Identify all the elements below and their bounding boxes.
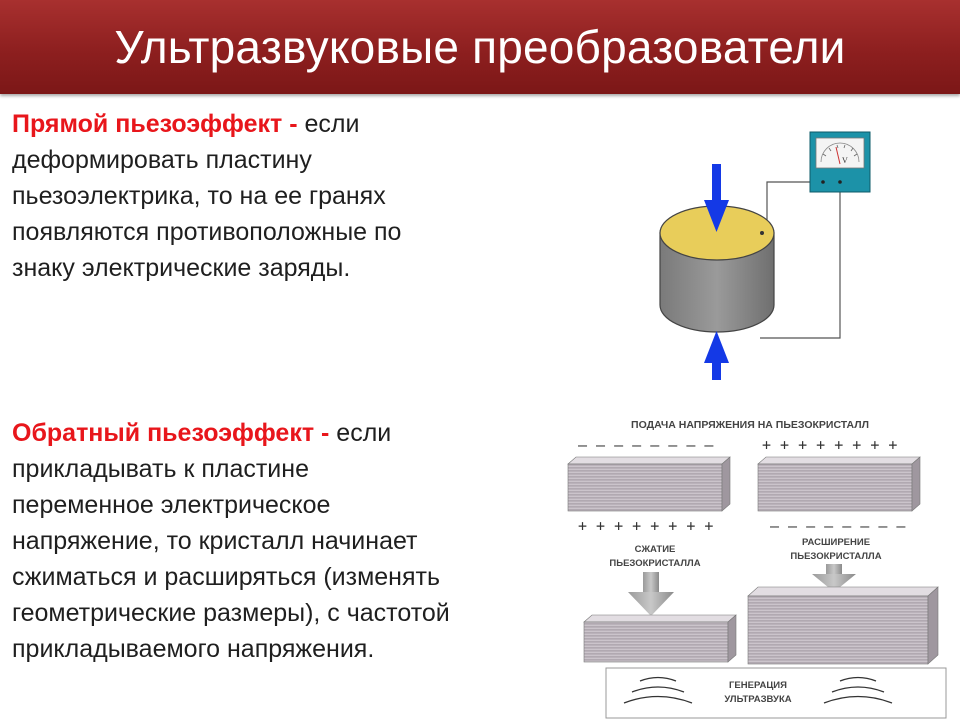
compress-arrow bbox=[628, 572, 674, 616]
inverse-effect-line-4: напряжение, то кристалл начинает bbox=[12, 527, 418, 555]
minus-signs-bottom: — — — — — — — — bbox=[770, 517, 906, 535]
expand-arrow bbox=[812, 564, 856, 592]
inverse-effect-paragraph: Обратный пьезоэффект - если прикладывать… bbox=[12, 415, 572, 667]
inverse-effect-line-7: прикладываемого напряжения. bbox=[12, 635, 375, 663]
title-bar bbox=[0, 0, 960, 94]
minus-signs-top: — — — — — — — — bbox=[578, 436, 714, 454]
direct-effect-line-5: знаку электрические заряды. bbox=[12, 254, 351, 282]
direct-effect-line-3: пьезоэлектрика, то на ее гранях bbox=[12, 182, 386, 210]
compress-label-2: ПЬЕЗОКРИСТАЛЛА bbox=[609, 558, 700, 569]
force-arrow-up bbox=[704, 331, 729, 380]
force-arrow-down bbox=[704, 164, 729, 232]
ultrasound-generation-box: ГЕНЕРАЦИЯ УЛЬТРАЗВУКА bbox=[605, 667, 947, 719]
inverse-effect-term: Обратный пьезоэффект - bbox=[12, 419, 330, 447]
voltage-label: ПОДАЧА НАПРЯЖЕНИЯ НА ПЬЕЗОКРИСТАЛЛ bbox=[631, 419, 869, 431]
inverse-effect-text: если bbox=[329, 419, 392, 447]
plus-signs-bottom: + + + + + + + + bbox=[578, 517, 713, 535]
plus-signs-top: + + + + + + + + bbox=[762, 436, 897, 454]
crystal-bar-left bbox=[567, 456, 731, 512]
disk-side bbox=[659, 232, 775, 333]
generation-label-1: ГЕНЕРАЦИЯ bbox=[729, 680, 787, 691]
expand-label-1: РАСШИРЕНИЕ bbox=[802, 537, 870, 548]
direct-effect-line-2: деформировать пластину bbox=[12, 146, 312, 174]
inverse-effect-line-1: Обратный пьезоэффект - если bbox=[12, 415, 572, 451]
meter-unit-label: V bbox=[842, 156, 848, 165]
inverse-effect-line-6: геометрические размеры), с частотой bbox=[12, 599, 450, 627]
inverse-effect-diagram: ПОДАЧА НАПРЯЖЕНИЯ НА ПЬЕЗОКРИСТАЛЛ — — —… bbox=[567, 419, 947, 719]
wire-bottom bbox=[760, 182, 841, 339]
direct-effect-line-1: Прямой пьезоэффект - если bbox=[12, 106, 552, 142]
direct-effect-diagram: V bbox=[659, 131, 871, 380]
voltmeter-icon: V bbox=[809, 131, 871, 193]
compress-label-1: СЖАТИЕ bbox=[635, 544, 676, 555]
inverse-effect-line-5: сжиматься и расширяться (изменять bbox=[12, 563, 440, 591]
crystal-bar-right bbox=[757, 456, 921, 512]
generation-label-2: УЛЬТРАЗВУКА bbox=[724, 694, 791, 705]
direct-effect-text: если bbox=[297, 110, 360, 138]
contact-dot bbox=[760, 231, 764, 235]
inverse-effect-line-3: переменное электрическое bbox=[12, 491, 331, 519]
compressed-crystal-bar bbox=[583, 614, 737, 663]
slide-title: Ультразвуковые преобразователи bbox=[114, 21, 846, 73]
direct-effect-line-4: появляются противоположные по bbox=[12, 218, 402, 246]
expand-label-2: ПЬЕЗОКРИСТАЛЛА bbox=[790, 551, 881, 562]
direct-effect-term: Прямой пьезоэффект - bbox=[12, 110, 298, 138]
inverse-effect-line-2: прикладывать к пластине bbox=[12, 455, 309, 483]
direct-effect-paragraph: Прямой пьезоэффект - если деформировать … bbox=[12, 106, 552, 286]
expanded-crystal-bar bbox=[747, 586, 939, 665]
